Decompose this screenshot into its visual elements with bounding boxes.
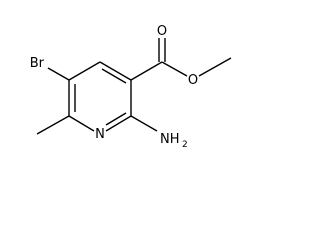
bond-c5-br xyxy=(47,67,70,81)
amine-subscript: 2 xyxy=(182,140,188,150)
bromine-label: Br xyxy=(30,56,45,71)
bond-c5-c4 xyxy=(68,61,101,81)
ester-oxygen-label: O xyxy=(188,73,198,88)
chemical-structure: Br N NH 2 O O xyxy=(30,24,232,150)
ring-nitrogen-label: N xyxy=(95,127,105,142)
amine-label: NH xyxy=(160,132,180,147)
bond-c6-methyl xyxy=(36,115,70,135)
bond-c2-amine xyxy=(130,115,158,132)
bond-c2-n1-inner xyxy=(105,112,127,126)
bond-carbonyl-carbon-ester-oxygen xyxy=(161,61,188,77)
bond-c2-n1 xyxy=(105,115,132,132)
carbonyl-oxygen-label: O xyxy=(157,24,167,39)
bond-n1-c6 xyxy=(68,115,95,132)
bond-c4-c3-inner xyxy=(101,68,127,84)
bond-c4-c3 xyxy=(99,61,132,81)
bond-c3-carbonyl-carbon xyxy=(130,61,163,81)
bond-ester-oxygen-methyl xyxy=(198,57,232,77)
